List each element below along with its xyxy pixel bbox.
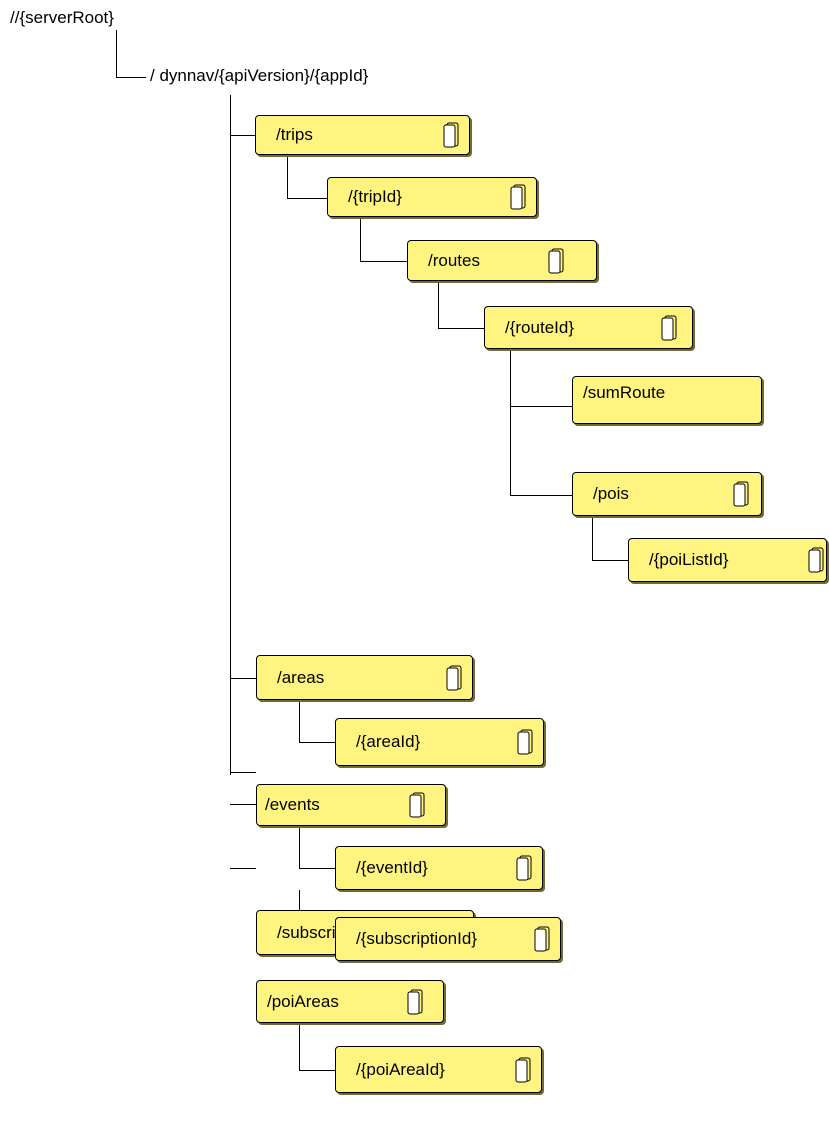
resource-label: /poiAreas — [267, 991, 339, 1011]
document-icon — [534, 926, 550, 952]
connector-line — [360, 261, 407, 262]
resource-routeId: /{routeId} — [484, 306, 693, 349]
connector-line — [592, 560, 628, 561]
connector-line — [510, 350, 511, 496]
resource-label: /{subscriptionId} — [356, 929, 477, 948]
connector-line — [230, 678, 256, 679]
resource-label: /{tripId} — [348, 187, 402, 206]
connector-line — [230, 95, 231, 775]
connector-line — [116, 30, 117, 78]
connector-line — [230, 868, 256, 869]
resource-trips: /trips — [255, 115, 470, 155]
document-icon — [808, 547, 824, 573]
resource-label: /{eventId} — [356, 858, 428, 877]
document-icon — [515, 1057, 531, 1082]
resource-poiListId: /{poiListId} — [628, 538, 827, 582]
resource-eventId: /{eventId} — [335, 846, 543, 890]
resource-label: /trips — [276, 125, 313, 144]
document-icon — [516, 855, 532, 881]
resource-label: /{poiListId} — [649, 550, 729, 569]
connector-line — [510, 406, 572, 407]
resource-label: /areas — [277, 667, 325, 687]
resource-areas: /areas — [256, 655, 473, 700]
connector-line — [438, 282, 439, 328]
resource-label: /{areaId} — [356, 732, 421, 751]
connector-line — [592, 516, 593, 560]
resource-tripId: /{tripId} — [327, 177, 537, 217]
document-icon — [443, 122, 459, 148]
connector-line — [230, 772, 256, 773]
resource-areaId: /{areaId} — [335, 718, 544, 766]
connector-line — [299, 868, 335, 869]
connector-line — [299, 1070, 335, 1071]
document-icon — [407, 989, 423, 1014]
connector-line — [230, 135, 256, 136]
resource-sumRoute: /sumRoute — [572, 376, 762, 424]
resource-label: /pois — [593, 484, 629, 503]
document-icon — [446, 665, 462, 690]
resource-label: /{poiAreaId} — [356, 1059, 445, 1079]
connector-line — [230, 804, 256, 805]
connector-line — [287, 155, 288, 198]
connector-line — [230, 772, 231, 774]
resource-poiAreaId: /{poiAreaId} — [335, 1046, 542, 1093]
resource-subscriptionId: /{subscriptionId} — [335, 917, 561, 961]
connector-line — [299, 742, 335, 743]
resource-events: /events — [256, 784, 446, 826]
resource-label: /sumRoute — [583, 383, 666, 403]
connector-line — [299, 700, 300, 742]
document-icon — [548, 248, 564, 273]
connector-line — [116, 77, 146, 78]
document-icon — [733, 481, 749, 507]
connector-line — [360, 218, 361, 261]
document-icon — [409, 792, 425, 818]
resource-label: /routes — [428, 250, 480, 270]
resource-routes: /routes — [407, 240, 597, 281]
document-icon — [510, 184, 526, 210]
resource-label: /{routeId} — [505, 317, 575, 337]
connector-line — [287, 198, 327, 199]
resource-label: /events — [265, 795, 320, 814]
document-icon — [517, 729, 533, 755]
resource-pois: /pois — [572, 472, 762, 516]
server-root-label: //{serverRoot} — [10, 8, 114, 27]
resource-poiAreas: /poiAreas — [256, 980, 444, 1023]
connector-line — [299, 826, 300, 868]
connector-line — [438, 328, 484, 329]
base-path-label: / dynnav/{apiVersion}/{appId} — [150, 66, 369, 85]
connector-line — [299, 1003, 300, 1071]
document-icon — [661, 315, 677, 340]
connector-line — [510, 495, 572, 496]
